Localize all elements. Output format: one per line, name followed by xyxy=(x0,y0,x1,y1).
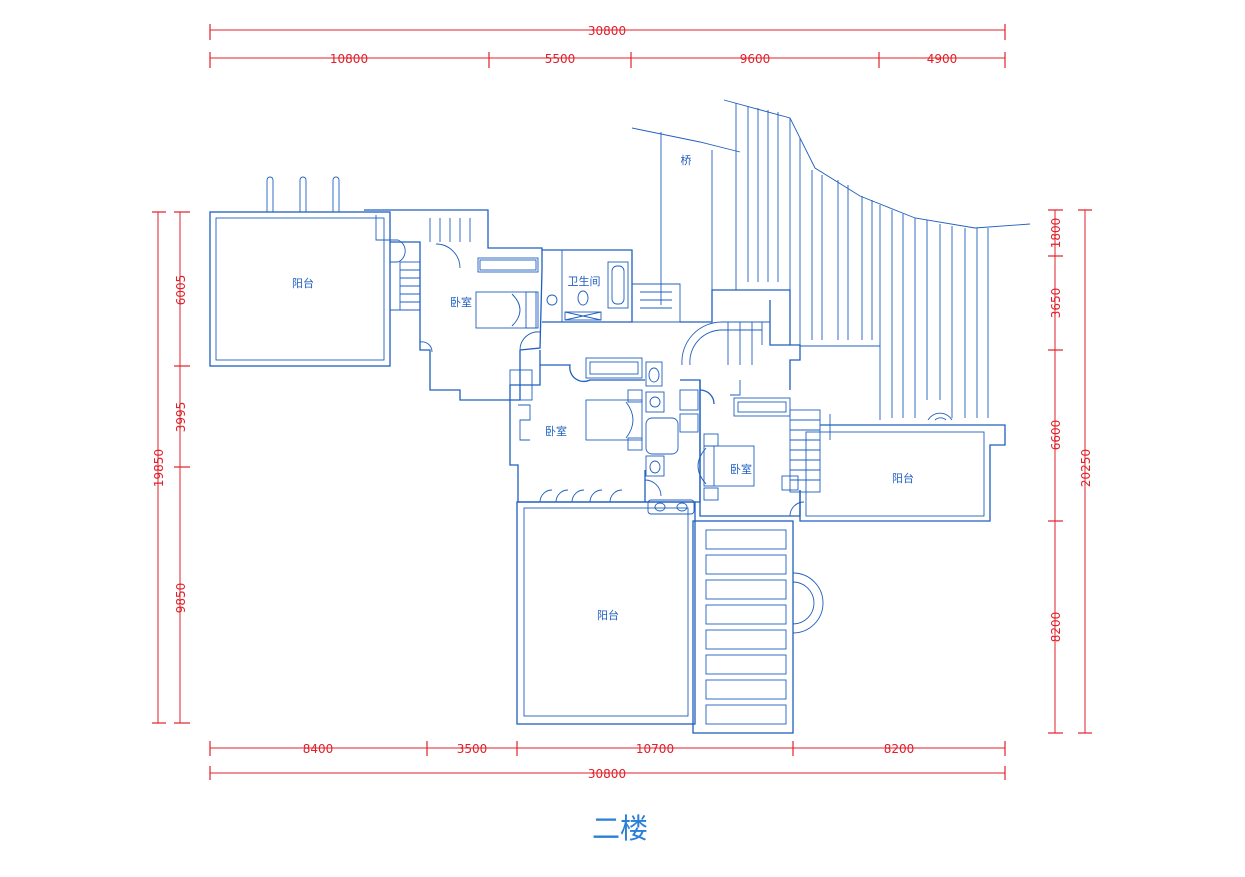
dimension-label: 8400 xyxy=(303,742,334,756)
dimension-top-segments: 10800 5500 9600 4900 xyxy=(209,52,1006,68)
dimension-label: 6600 xyxy=(1049,420,1063,451)
dimension-label: 30800 xyxy=(588,767,626,781)
south-balcony xyxy=(516,501,696,725)
dimension-label: 3995 xyxy=(174,402,188,433)
dimension-label: 8200 xyxy=(884,742,915,756)
dimension-label: 10800 xyxy=(330,52,368,66)
dimension-label: 3500 xyxy=(457,742,488,756)
dimension-label: 3650 xyxy=(1049,288,1063,319)
drawing-title: 二楼 xyxy=(592,812,648,845)
dimension-label: 19850 xyxy=(152,449,166,487)
west-balcony xyxy=(209,176,391,367)
south-stair-deck xyxy=(692,520,824,734)
dimension-bottom-total: 30800 xyxy=(209,766,1006,781)
dimension-label: 9600 xyxy=(740,52,771,66)
center-bath-cluster xyxy=(644,361,701,515)
room-label-bathroom: 卫生间 xyxy=(568,274,601,288)
dimension-label: 8200 xyxy=(1049,612,1063,643)
room-label-north-bedroom: 卧室 xyxy=(450,295,472,309)
room-label-south-balcony: 阳台 xyxy=(597,608,619,622)
north-bedroom-furniture xyxy=(475,257,539,329)
dimension-label: 30800 xyxy=(588,24,626,38)
east-balcony xyxy=(799,414,1006,522)
dimension-label: 4900 xyxy=(927,52,958,66)
room-label-east-balcony: 阳台 xyxy=(892,471,914,485)
dimension-label: 1800 xyxy=(1049,218,1063,249)
dimension-label: 6005 xyxy=(174,275,188,306)
dimension-left-total: 19850 xyxy=(152,211,166,724)
center-bedroom xyxy=(509,357,646,503)
room-label-west-balcony: 阳台 xyxy=(292,276,314,290)
dimension-label: 5500 xyxy=(545,52,576,66)
dimension-label: 10700 xyxy=(636,742,674,756)
bathroom-block xyxy=(542,249,681,323)
east-bedroom xyxy=(697,380,821,517)
dimension-left-segments: 6005 3995 9850 xyxy=(174,211,190,724)
dimension-label: 9850 xyxy=(174,583,188,614)
room-label-bridge: 桥 xyxy=(681,154,692,167)
dimension-right-segments: 1800 3650 6600 8200 xyxy=(1048,209,1063,734)
north-wing-walls xyxy=(364,209,543,401)
dimension-right-total: 20250 xyxy=(1078,209,1093,734)
central-hall xyxy=(539,289,801,396)
dimension-top-total: 30800 xyxy=(209,24,1006,40)
terrain-slope xyxy=(631,99,1031,421)
dimension-bottom-segments: 8400 3500 10700 8200 xyxy=(209,741,1006,756)
dimension-label: 20250 xyxy=(1079,449,1093,487)
room-label-east-bedroom: 卧室 xyxy=(730,462,752,476)
room-label-center-bedroom: 卧室 xyxy=(545,424,567,438)
